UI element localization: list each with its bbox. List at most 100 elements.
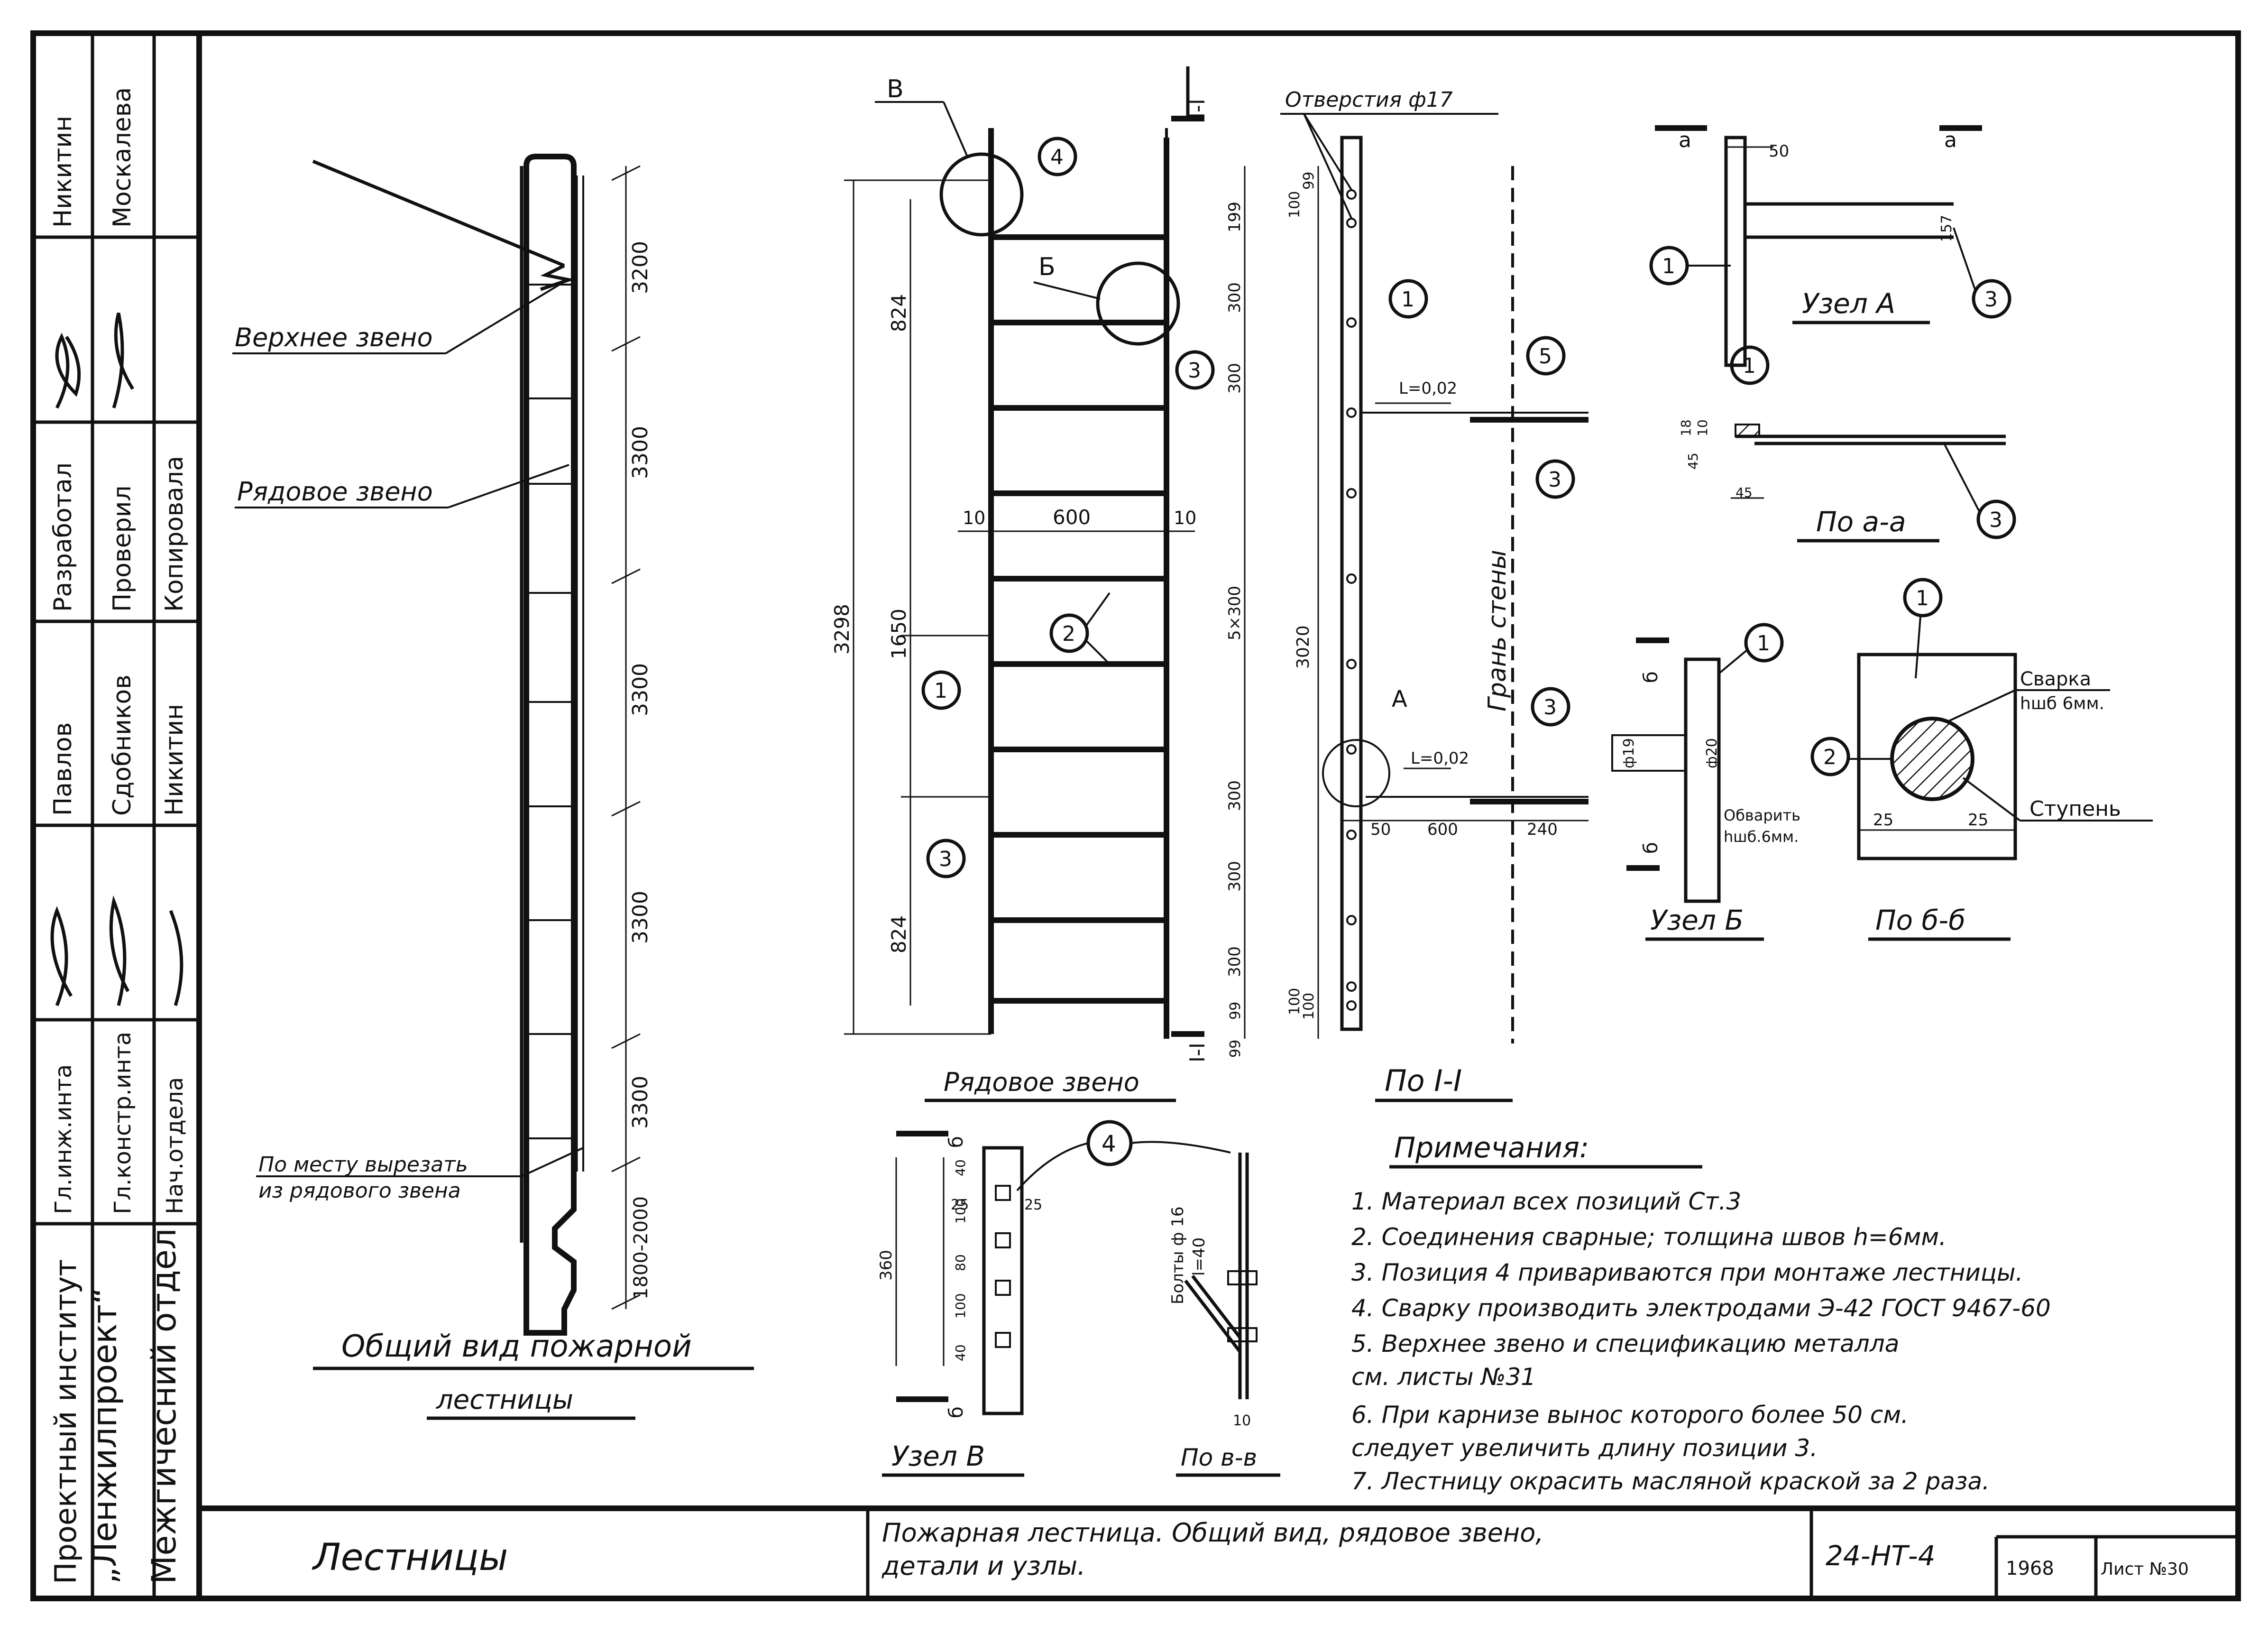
label-upper-link: Верхнее звено bbox=[235, 323, 433, 352]
sbb-pos-1: 1 bbox=[1916, 586, 1929, 610]
gv-dim-2: 3300 bbox=[628, 426, 652, 479]
signature-1 bbox=[55, 332, 81, 409]
node-b-weld2: hшб.6мм. bbox=[1724, 828, 1799, 846]
ol-dim-600: 600 bbox=[1053, 506, 1091, 529]
node-a-pos-1: 1 bbox=[1662, 254, 1675, 278]
s11-dim-99: 99 bbox=[1301, 172, 1317, 190]
sbb-dim-25-left: 25 bbox=[1873, 811, 1893, 830]
s11-dim-300-d: 300 bbox=[1225, 861, 1244, 892]
gv-dim-4: 3300 bbox=[628, 891, 652, 944]
caption-general-view: Общий вид пожарной bbox=[341, 1329, 692, 1364]
s11-pos-3-b: 3 bbox=[1543, 695, 1557, 720]
ol-dim-total: 3298 bbox=[830, 604, 854, 655]
section-mark-bottom: I-I bbox=[1185, 1043, 1210, 1062]
caption-node-v: Узел В bbox=[891, 1440, 985, 1472]
pos-3-top: 3 bbox=[1188, 359, 1201, 383]
note-6b: следует увеличить длину позиции 3. bbox=[1351, 1434, 1818, 1462]
nv-dim-40-b: 40 bbox=[953, 1344, 968, 1361]
wall-face-label: Грань стены bbox=[1483, 550, 1512, 711]
stamp-role-3: Нач.отдела bbox=[162, 1077, 188, 1214]
nv-dim-25-right: 25 bbox=[1024, 1197, 1042, 1213]
title-sheet: Лист №30 bbox=[2101, 1560, 2189, 1579]
signature-4 bbox=[109, 895, 130, 1006]
node-a-dim-50: 50 bbox=[1769, 142, 1789, 161]
s11-dim-99-b: 99 bbox=[1227, 1002, 1244, 1020]
s11-dim-600: 600 bbox=[1427, 820, 1458, 839]
sbb-weld2: hшб 6мм. bbox=[2020, 694, 2104, 713]
title-desc-2: детали и узлы. bbox=[881, 1551, 1085, 1581]
section-a-a-view: 1 10 18 45 45 3 По а-а bbox=[1678, 345, 2016, 543]
general-view: 3200 3300 3300 3300 3300 1800-2000 Верхн… bbox=[232, 154, 754, 1420]
s11-dim-100: 100 bbox=[1286, 191, 1303, 218]
label-node-v: В bbox=[887, 75, 904, 103]
stamp-name2-1: Никитин bbox=[49, 116, 77, 228]
gv-dim-5: 3300 bbox=[628, 1076, 652, 1129]
pos-3-bottom: 3 bbox=[939, 847, 952, 871]
caption-section-v-v: По в-в bbox=[1181, 1444, 1257, 1471]
title-code: 24-НТ-4 bbox=[1826, 1540, 1936, 1572]
title-desc-1: Пожарная лестница. Общий вид, рядовое зв… bbox=[882, 1518, 1543, 1548]
caption-node-a: Узел А bbox=[1802, 287, 1895, 320]
stamp-name2-2: Москалева bbox=[108, 87, 137, 228]
saa-pos-1: 1 bbox=[1743, 354, 1756, 378]
sbb-step: Ступень bbox=[2029, 797, 2121, 821]
nv-pos-4: 4 bbox=[1102, 1131, 1116, 1157]
org-line2: „Ленжилпроект“ bbox=[85, 1287, 124, 1584]
sbb-dim-25-right: 25 bbox=[1968, 811, 1988, 830]
gv-dim-1: 3200 bbox=[628, 241, 652, 294]
label-cut2: из рядового звена bbox=[258, 1179, 461, 1203]
stamp-role2-2: Проверил bbox=[108, 485, 137, 612]
node-b-dim-19: ф19 bbox=[1621, 738, 1637, 768]
caption-node-b: Узел Б bbox=[1650, 904, 1744, 936]
holes-label: Отверстия ф17 bbox=[1285, 88, 1453, 112]
s11-dim-3020: 3020 bbox=[1294, 625, 1313, 669]
label-node-a: А bbox=[1392, 686, 1407, 712]
stamp-role2-3: Копировала bbox=[160, 456, 189, 612]
note-7: 7. Лестницу окрасить масляной краской за… bbox=[1351, 1468, 1990, 1495]
node-b-pos-1: 1 bbox=[1757, 631, 1770, 656]
node-a-view: а а 50 157 1 3 Узел А bbox=[1649, 125, 2011, 367]
node-v-mark-bottom: б bbox=[946, 1406, 967, 1418]
label-node-b: Б bbox=[1038, 253, 1056, 281]
caption-general-view-2: лестницы bbox=[436, 1385, 573, 1415]
ol-dim-824-top: 824 bbox=[887, 294, 910, 332]
s11-dim-300-a: 300 bbox=[1225, 282, 1244, 313]
ol-dim-10-left: 10 bbox=[963, 508, 985, 528]
title-block: Лестницы Пожарная лестница. Общий вид, р… bbox=[312, 1518, 2189, 1581]
caption-section-b-b: По б-б bbox=[1875, 904, 1965, 936]
note-1: 1. Материал всех позиций Ст.3 bbox=[1351, 1188, 1741, 1215]
node-a-dim-157: 157 bbox=[1938, 215, 1955, 242]
node-v-mark-top: б bbox=[946, 1136, 967, 1148]
nv-bolts2: l=40 bbox=[1190, 1237, 1209, 1276]
section-1-1-view: Отверстия ф17 199 100 99 300 300 5×300 3… bbox=[1225, 88, 1589, 1102]
s11-dim-5x300: 5×300 bbox=[1225, 586, 1244, 640]
note-5b: см. листы №31 bbox=[1351, 1363, 1536, 1391]
stamp-name-3: Никитин bbox=[160, 704, 189, 816]
s11-dim-300-e: 300 bbox=[1225, 946, 1244, 977]
pos-1: 1 bbox=[934, 679, 947, 703]
signature-5 bbox=[169, 910, 184, 1006]
nv-dim-360: 360 bbox=[877, 1250, 896, 1281]
title-left: Лестницы bbox=[312, 1536, 508, 1579]
gv-dim-6: 1800-2000 bbox=[630, 1196, 652, 1300]
ol-dim-824-bottom: 824 bbox=[887, 915, 910, 953]
sheet-frame bbox=[30, 30, 2241, 1601]
nv-bolts: Болты ф 16 bbox=[1168, 1207, 1187, 1304]
s11-dim-100-c: 100 bbox=[1301, 993, 1317, 1020]
s11-dim-100-b: 100 bbox=[1286, 988, 1303, 1015]
stamp-name-1: Павлов bbox=[49, 722, 77, 816]
nv-dim-40-a: 40 bbox=[953, 1159, 968, 1176]
s11-dim-50: 50 bbox=[1370, 820, 1391, 839]
title-year: 1968 bbox=[2006, 1558, 2054, 1579]
section-mark-top: I-I bbox=[1185, 99, 1210, 119]
nv-dim-10: 10 bbox=[1233, 1413, 1251, 1429]
stamp-role-1: Гл.инж.инта bbox=[50, 1064, 77, 1214]
note-4: 4. Сварку производить электродами Э-42 Г… bbox=[1351, 1294, 2051, 1322]
ol-dim-1650: 1650 bbox=[887, 609, 910, 659]
caption-section-1-1: По I-I bbox=[1385, 1063, 1462, 1098]
s11-dim-99-c: 99 bbox=[1227, 1040, 1244, 1058]
pos-4: 4 bbox=[1050, 145, 1064, 169]
node-v-view: б б 360 40 100 80 100 40 25 25 4 Болты ф… bbox=[877, 1120, 1280, 1477]
sbb-weld: Сварка bbox=[2020, 668, 2091, 690]
